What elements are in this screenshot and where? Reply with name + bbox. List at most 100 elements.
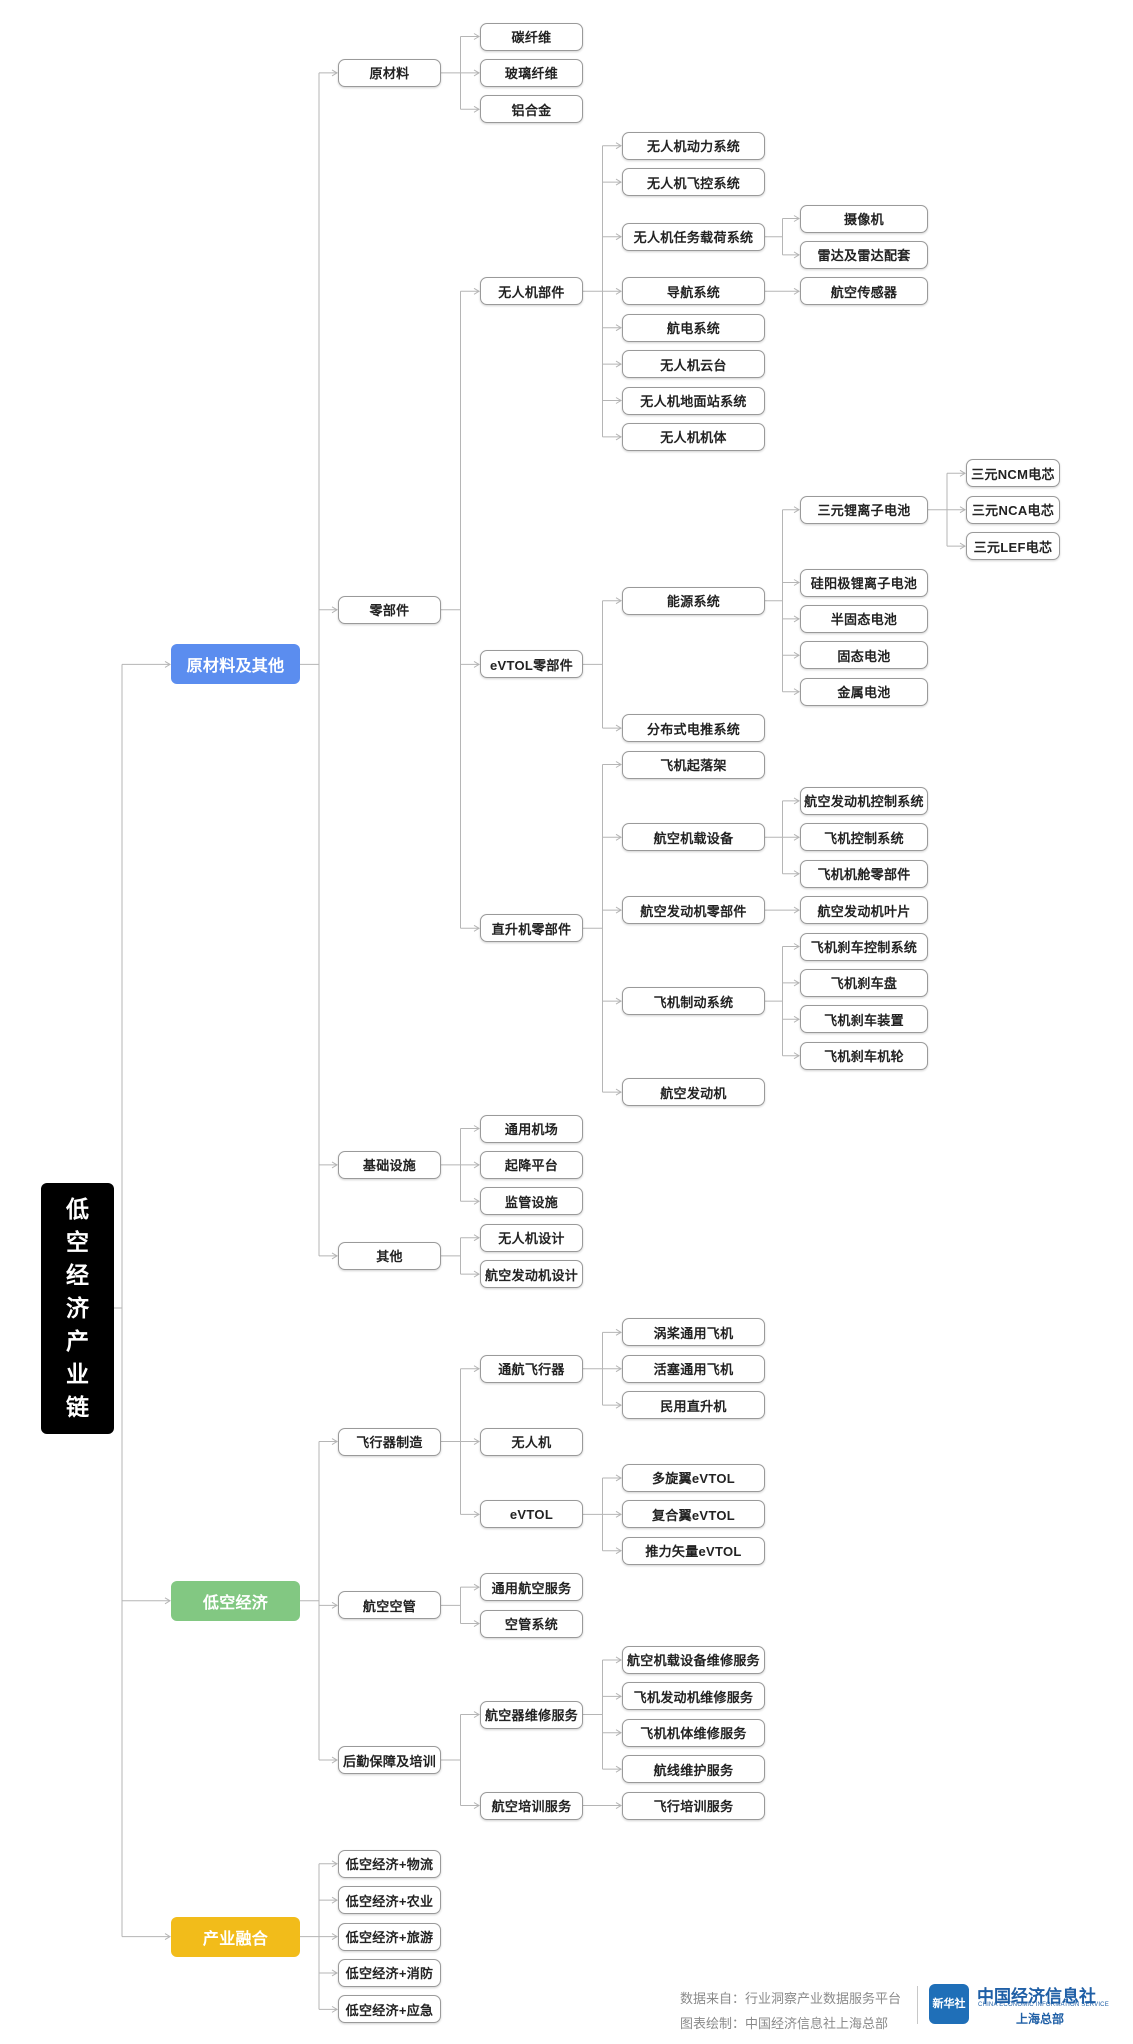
connector-arrow bbox=[164, 660, 171, 668]
leaf-node: 金属电池 bbox=[800, 677, 928, 706]
leaf-node: 多旋翼eVTOL bbox=[622, 1463, 765, 1492]
connector-arrow bbox=[615, 724, 622, 732]
connector-arrow bbox=[331, 1896, 338, 1904]
connector-arrow bbox=[331, 1933, 338, 1941]
leaf-node: 低空经济+农业 bbox=[338, 1886, 441, 1915]
leaf-node: 航电系统 bbox=[622, 313, 765, 342]
connector-arrow bbox=[473, 1197, 480, 1205]
category-node: 低空经济 bbox=[171, 1580, 300, 1621]
connector-arrow bbox=[793, 797, 800, 805]
connector-arrow bbox=[615, 287, 622, 295]
connector-arrow bbox=[473, 1234, 480, 1242]
leaf-node: 飞机刹车控制系统 bbox=[800, 932, 928, 961]
branch-node: 能源系统 bbox=[622, 586, 765, 615]
root-char: 产 bbox=[66, 1328, 89, 1354]
leaf-node: 飞机机体维修服务 bbox=[622, 1718, 765, 1747]
connector-arrow bbox=[331, 606, 338, 614]
connector-arrow bbox=[793, 1015, 800, 1023]
connector-arrow bbox=[331, 1161, 338, 1169]
branch-node: 航空机载设备 bbox=[622, 823, 765, 852]
leaf-node: 无人机飞控系统 bbox=[622, 168, 765, 197]
connector-arrow bbox=[473, 1802, 480, 1809]
branch-node: 飞行器制造 bbox=[338, 1427, 441, 1456]
branch-node: 导航系统 bbox=[622, 277, 765, 306]
leaf-node: 摄像机 bbox=[800, 204, 928, 233]
branch-node: 基础设施 bbox=[338, 1150, 441, 1179]
connector-arrow bbox=[793, 506, 800, 514]
connector-arrow bbox=[959, 506, 966, 514]
connector-arrow bbox=[615, 761, 622, 768]
connector-arrow bbox=[473, 660, 480, 668]
leaf-node: 涡桨通用飞机 bbox=[622, 1318, 765, 1347]
branch-node: 零部件 bbox=[338, 595, 441, 624]
connector-arrow bbox=[615, 397, 622, 404]
leaf-node: 铝合金 bbox=[480, 95, 583, 124]
footer-credits: 数据来自：行业洞察产业数据服务平台 图表绘制：中国经济信息社上海总部 bbox=[680, 1986, 901, 2036]
connector-arrow bbox=[793, 251, 800, 259]
branch-node: 三元锂离子电池 bbox=[800, 495, 928, 524]
connector-arrow bbox=[473, 105, 480, 113]
leaf-node: 民用直升机 bbox=[622, 1391, 765, 1420]
leaf-node: 航空发动机 bbox=[622, 1078, 765, 1107]
connector-arrow bbox=[473, 1125, 480, 1132]
leaf-node: 推力矢量eVTOL bbox=[622, 1536, 765, 1565]
leaf-node: 飞机起落架 bbox=[622, 750, 765, 779]
connector-arrow bbox=[331, 1252, 338, 1260]
root-char: 空 bbox=[66, 1229, 89, 1255]
connector-arrow bbox=[615, 1328, 622, 1336]
leaf-node: 无人机 bbox=[480, 1427, 583, 1456]
connector-arrow bbox=[793, 943, 800, 950]
branch-node: 直升机零部件 bbox=[480, 914, 583, 943]
branch-node: 其他 bbox=[338, 1241, 441, 1270]
branch-node: 航空培训服务 bbox=[480, 1791, 583, 1820]
connector-arrow bbox=[473, 69, 480, 77]
connector-arrow bbox=[473, 924, 480, 932]
connector-arrow bbox=[473, 1510, 480, 1518]
leaf-node: 三元NCA电芯 bbox=[966, 495, 1060, 524]
connector-arrow bbox=[615, 1401, 622, 1409]
leaf-node: 三元LEF电芯 bbox=[966, 532, 1060, 561]
connector-arrow bbox=[793, 615, 800, 623]
leaf-node: 飞机发动机维修服务 bbox=[622, 1682, 765, 1711]
leaf-node: 飞机刹车装置 bbox=[800, 1005, 928, 1034]
connector-arrow bbox=[164, 1933, 171, 1941]
branch-node: 无人机任务载荷系统 bbox=[622, 222, 765, 251]
connector-arrow bbox=[615, 597, 622, 605]
footer-divider bbox=[917, 1986, 918, 2024]
org-branch: 上海总部 bbox=[1016, 2012, 1065, 2026]
connector-arrow bbox=[793, 870, 800, 878]
org-name: 中国经济信息社 bbox=[977, 1987, 1096, 2006]
leaf-node: 飞机机舱零部件 bbox=[800, 859, 928, 888]
connector-arrow bbox=[615, 997, 622, 1005]
leaf-node: 航空发动机设计 bbox=[480, 1260, 583, 1289]
leaf-node: 半固态电池 bbox=[800, 604, 928, 633]
root-char: 经 bbox=[66, 1262, 89, 1288]
connector-arrow bbox=[331, 1601, 338, 1609]
connector-arrow bbox=[793, 688, 800, 696]
connector-arrow bbox=[793, 906, 800, 914]
leaf-node: 低空经济+应急 bbox=[338, 1995, 441, 2024]
branch-node: 飞机制动系统 bbox=[622, 987, 765, 1016]
connector-arrow bbox=[615, 1088, 622, 1096]
root-char: 链 bbox=[66, 1394, 89, 1420]
leaf-node: 无人机设计 bbox=[480, 1223, 583, 1252]
leaf-node: 飞机控制系统 bbox=[800, 823, 928, 852]
leaf-node: 无人机动力系统 bbox=[622, 131, 765, 160]
connector-arrow bbox=[615, 833, 622, 841]
leaf-node: 航空机载设备维修服务 bbox=[622, 1645, 765, 1674]
xinhua-logo: 新华社 bbox=[929, 1984, 969, 2024]
root-title: 低空经济产业链 bbox=[41, 1183, 114, 1434]
data-source: 数据来自：行业洞察产业数据服务平台 bbox=[680, 1991, 902, 2006]
connector-arrow bbox=[331, 1969, 338, 1977]
leaf-node: 航空发动机叶片 bbox=[800, 896, 928, 925]
branch-node: 后勤保障及培训 bbox=[338, 1746, 441, 1775]
connector-arrow bbox=[331, 1438, 338, 1445]
leaf-node: 无人机地面站系统 bbox=[622, 386, 765, 415]
leaf-node: 飞机刹车机轮 bbox=[800, 1041, 928, 1070]
connector-arrow bbox=[331, 2005, 338, 2013]
connector-arrow bbox=[959, 469, 966, 477]
branch-node: eVTOL bbox=[480, 1500, 583, 1529]
connector-arrow bbox=[473, 1270, 480, 1278]
connector-arrow bbox=[473, 1583, 480, 1591]
connector-arrow bbox=[615, 178, 622, 186]
